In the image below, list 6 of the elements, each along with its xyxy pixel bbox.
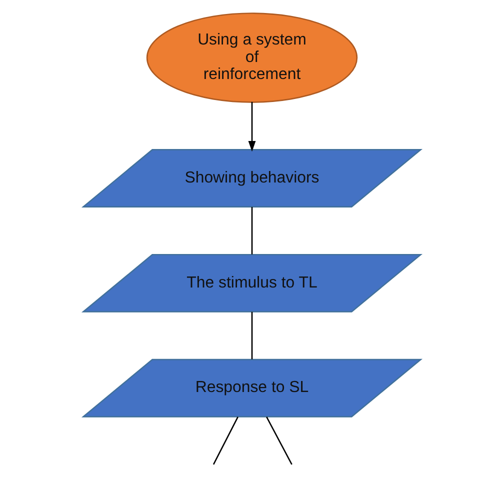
connector (251, 312, 253, 360)
connector (212, 416, 238, 465)
connector (251, 206, 253, 254)
node-ellipse: Using a system of reinforcement (146, 12, 358, 103)
arrow (248, 102, 256, 152)
connector (266, 416, 292, 465)
